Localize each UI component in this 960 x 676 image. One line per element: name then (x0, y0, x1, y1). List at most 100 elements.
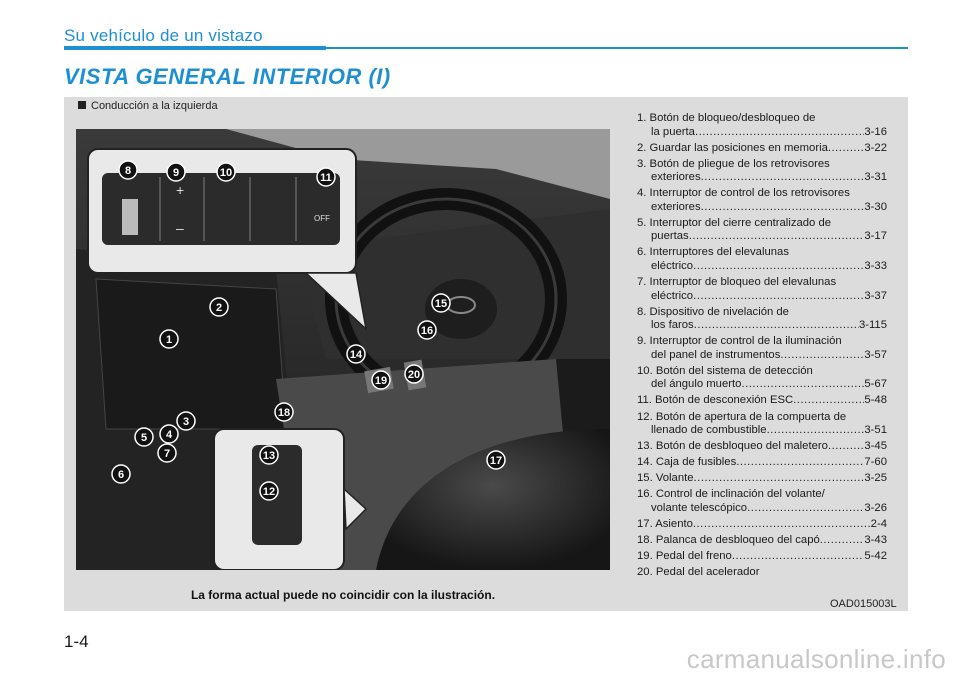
callout-badge-10: 10 (216, 162, 236, 182)
list-item: 13. Botón de desbloqueo del maletero 3-4… (637, 440, 887, 454)
callout-number: 3 (183, 416, 189, 428)
dot-leader (693, 260, 864, 274)
inset-off-label: OFF (314, 214, 330, 223)
figure-caption: La forma actual puede no coincidir con l… (190, 588, 496, 602)
list-item-line: 12. Botón de apertura de la compuerta de (637, 410, 847, 423)
dot-leader (732, 550, 865, 564)
list-item-line: 4. Interruptor de control de los retrovi… (637, 187, 850, 200)
dot-leader (741, 378, 864, 392)
list-item: 19. Pedal del freno 5-42 (637, 550, 887, 564)
callout-badge-16: 16 (417, 320, 437, 340)
list-item-label: 14. Caja de fusibles (637, 456, 737, 469)
dot-leader (793, 394, 864, 408)
callout-number: 11 (320, 172, 332, 184)
list-item-label: los faros (651, 319, 694, 332)
list-item-line: 10. Botón del sistema de detección (637, 364, 813, 377)
list-item: 12. Botón de apertura de la compuerta de… (637, 411, 887, 438)
page-reference: 5-42 (864, 550, 887, 563)
list-item-line: 9. Interruptor de control de la iluminac… (637, 335, 842, 348)
dot-leader (689, 230, 865, 244)
list-item-label: 11. Botón de desconexión ESC (637, 394, 794, 407)
list-item-label: llenado de combustible (651, 424, 767, 437)
section-rule-thin (326, 47, 908, 49)
callout-badge-18: 18 (274, 402, 294, 422)
callout-number: 9 (173, 167, 179, 179)
callout-number: 15 (435, 298, 447, 310)
callout-badge-7: 7 (157, 443, 177, 463)
callout-badge-1: 1 (159, 329, 179, 349)
callout-number: 17 (490, 455, 502, 467)
page-reference: 3-26 (864, 501, 887, 514)
callout-badge-9: 9 (166, 162, 186, 182)
list-item-label: eléctrico (651, 289, 694, 302)
watermark: carmanualsonline.info (686, 644, 946, 674)
page-reference: 3-30 (864, 200, 887, 213)
dot-leader (736, 456, 864, 470)
list-item-label: puertas (651, 230, 689, 243)
list-item-label: la puerta (651, 125, 695, 138)
dot-leader (767, 424, 865, 438)
list-item-label: volante telescópico (651, 501, 748, 514)
list-item-label: 20. Pedal del acelerador (637, 566, 760, 579)
list-item-label: exteriores (651, 200, 701, 213)
list-item: 11. Botón de desconexión ESC 5-48 (637, 394, 887, 408)
list-item: 5. Interruptor del cierre centralizado d… (637, 217, 887, 244)
page-reference: 3-33 (864, 259, 887, 272)
list-item-label: 15. Volante (637, 472, 694, 485)
dot-leader (828, 440, 864, 454)
subheading-text: Conducción a la izquierda (91, 100, 218, 112)
callout-badge-17: 17 (486, 450, 506, 470)
page-reference: 3-25 (864, 472, 887, 485)
dot-leader (695, 126, 864, 140)
square-bullet-icon (78, 101, 86, 109)
page-reference: 3-43 (864, 534, 887, 547)
figure-code: OAD015003L (830, 598, 897, 610)
callout-number: 20 (408, 369, 420, 381)
callout-number: 5 (141, 432, 147, 444)
callout-number: 14 (350, 349, 363, 361)
list-item-line: 6. Interruptores del elevalunas (637, 246, 789, 259)
dot-leader (780, 349, 864, 363)
callout-badge-2: 2 (209, 297, 229, 317)
callout-badge-8: 8 (118, 160, 138, 180)
main-title: VISTA GENERAL INTERIOR (I) (64, 64, 391, 89)
list-item-label: 2. Guardar las posiciones en memoria (637, 141, 828, 154)
page-reference: 5-48 (864, 394, 887, 407)
callout-badge-3: 3 (176, 411, 196, 431)
list-item: 14. Caja de fusibles 7-60 (637, 456, 887, 470)
list-item: 7. Interruptor de bloqueo del elevalunas… (637, 276, 887, 303)
list-item-line: 1. Botón de bloqueo/desbloqueo de (637, 112, 816, 124)
dot-leader (693, 290, 864, 304)
dot-leader (747, 502, 864, 516)
list-item-label: 18. Palanca de desbloqueo del capó (637, 534, 820, 547)
callout-badge-14: 14 (346, 344, 366, 364)
callout-number: 13 (263, 450, 275, 462)
dot-leader (694, 319, 859, 333)
callout-number: 4 (166, 429, 173, 441)
list-item-label: del ángulo muerto (651, 378, 742, 391)
list-item: 20. Pedal del acelerador (637, 566, 887, 580)
page-number: 1-4 (64, 632, 89, 651)
page-reference: 3-51 (864, 424, 887, 437)
section-title: Su vehículo de un vistazo (64, 26, 263, 45)
callout-badge-5: 5 (134, 427, 154, 447)
list-item-label: 19. Pedal del freno (637, 550, 732, 563)
page-reference: 3-115 (858, 319, 887, 332)
page-reference: 3-37 (864, 289, 887, 302)
list-item: 15. Volante 3-25 (637, 472, 887, 486)
callout-number: 10 (220, 167, 232, 179)
callout-badge-20: 20 (404, 364, 424, 384)
dot-leader (693, 518, 871, 532)
list-item-label: exteriores (651, 171, 701, 184)
callout-number: 7 (164, 448, 170, 460)
list-item: 9. Interruptor de control de la iluminac… (637, 335, 887, 362)
page-reference: 3-17 (864, 230, 887, 243)
page-reference: 5-67 (864, 378, 887, 391)
callout-badge-12: 12 (259, 481, 279, 501)
callout-number: 18 (278, 407, 290, 419)
